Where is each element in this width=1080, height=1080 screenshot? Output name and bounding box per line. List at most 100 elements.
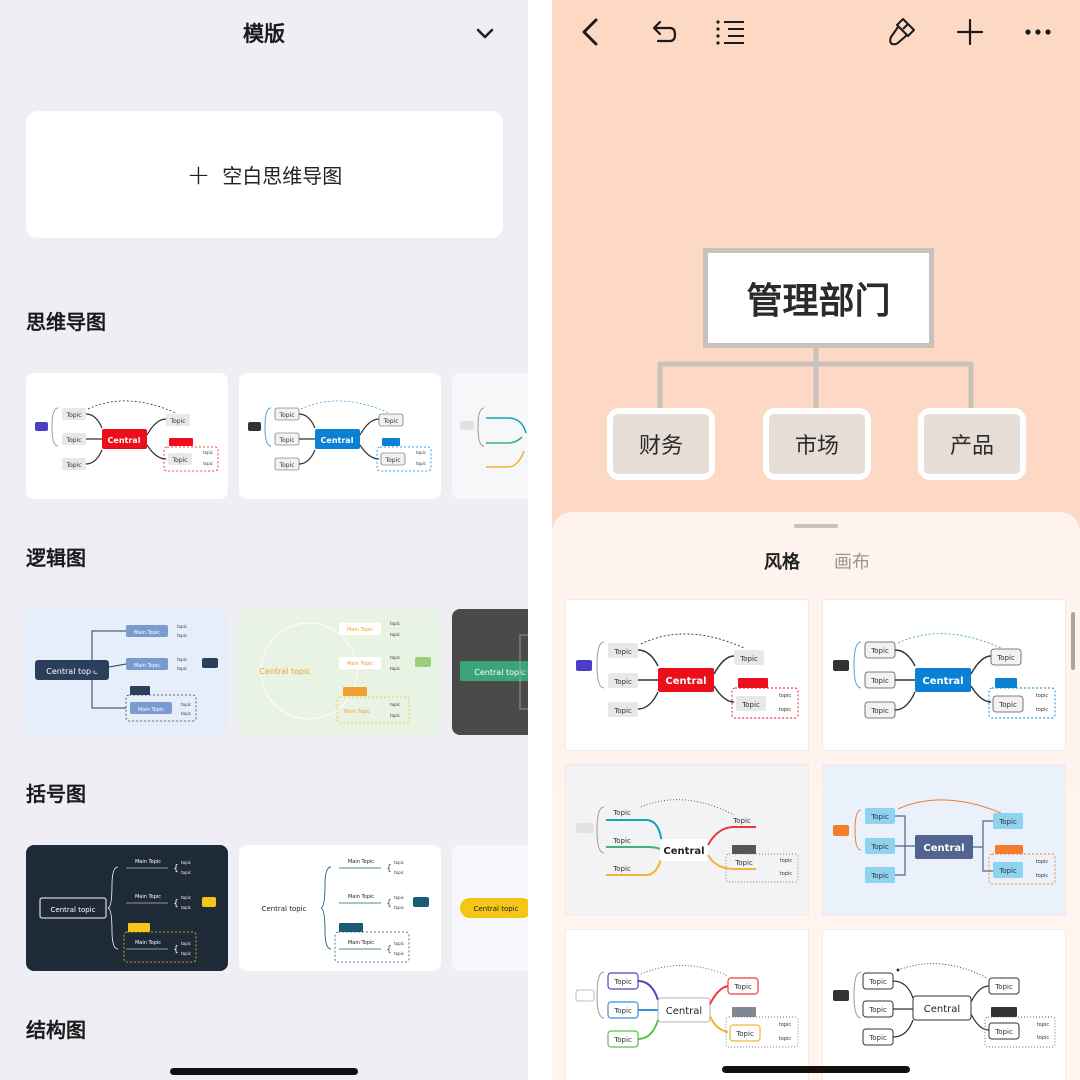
central-text: Central: [924, 1004, 960, 1015]
sub-topic-text: topic: [394, 870, 404, 875]
undo-icon[interactable]: [646, 16, 678, 48]
more-icon[interactable]: [1022, 16, 1054, 48]
central-text: Central topic: [46, 667, 97, 676]
section-title-logic: 逻辑图: [26, 546, 86, 570]
sub-topic-text: topic: [181, 711, 191, 716]
child-node-finance[interactable]: 财务: [607, 408, 715, 480]
sub-topic-text: topic: [181, 951, 191, 956]
topic-text: Topic: [870, 813, 889, 821]
topic-text: Topic: [278, 462, 294, 469]
child-node-market[interactable]: 市场: [763, 408, 871, 480]
topic-text: Topic: [612, 837, 631, 845]
main-topic-text: Main Topic: [348, 940, 374, 946]
template-mindmap-red[interactable]: Topic Topic Topic Central Topic Topic to…: [26, 373, 228, 499]
topic-text: Topic: [739, 655, 758, 663]
topic-text: Topic: [994, 983, 1013, 991]
home-indicator: [170, 1068, 358, 1075]
style-card-mono[interactable]: Topic Topic Topic Central Topic Topic to…: [823, 930, 1065, 1080]
sub-topic-text: topic: [390, 713, 400, 718]
tab-style[interactable]: 风格: [764, 552, 800, 573]
topic-text: Topic: [998, 818, 1017, 826]
main-topic-text: Main Topic: [135, 894, 161, 900]
central-text: Central topic: [474, 905, 519, 913]
sub-topic-text: topic: [177, 624, 187, 629]
topic-text: Topic: [868, 1006, 887, 1014]
style-card-blue[interactable]: Topic Topic Topic Central Topic Topic to…: [823, 600, 1065, 750]
sub-topic-text: topic: [390, 702, 400, 707]
sub-topic-text: topic: [390, 632, 400, 637]
central-text: Central: [666, 1006, 702, 1017]
sub-topic-text: topic: [181, 860, 191, 865]
topic-text: Topic: [733, 983, 752, 991]
sub-topic-text: topic: [1037, 1022, 1050, 1028]
sheet-grabber[interactable]: [794, 524, 838, 528]
topic-text: Topic: [870, 872, 889, 880]
sub-topic-text: topic: [780, 871, 793, 877]
sub-topic-text: topic: [177, 657, 187, 662]
topic-text: Topic: [732, 817, 751, 825]
topic-text: Topic: [65, 437, 81, 444]
topic-text: Topic: [870, 707, 889, 715]
style-card-red[interactable]: Topic Topic Topic Central Topic Topic to…: [566, 600, 808, 750]
sub-topic-text: topic: [779, 693, 792, 699]
sub-topic-text: topic: [390, 655, 400, 660]
home-indicator: [722, 1066, 910, 1073]
topic-text: Topic: [735, 1030, 754, 1038]
sub-topic-text: topic: [780, 858, 793, 864]
org-connectors: [657, 348, 974, 408]
template-bracket-dark[interactable]: Central topic Main Topic Main Topic Main…: [26, 845, 228, 971]
main-topic-text: Main Topic: [138, 707, 164, 713]
sub-topic-text: topic: [779, 1036, 792, 1042]
chevron-down-icon[interactable]: [472, 20, 498, 46]
style-card-rainbow[interactable]: Topic Topic Topic Central Topic Topic to…: [566, 930, 808, 1080]
sub-topic-text: topic: [203, 461, 213, 466]
topic-text: Topic: [868, 1034, 887, 1042]
sub-topic-text: topic: [394, 895, 404, 900]
central-text: Central topic: [262, 905, 307, 913]
main-topic-text: Main Topic: [135, 859, 161, 865]
style-card-colorful[interactable]: Topic Topic Topic Central Topic Topic to…: [566, 765, 808, 915]
svg-text:{: {: [173, 945, 179, 955]
topic-text: Topic: [171, 457, 187, 464]
main-topic-text: Main Topic: [344, 709, 370, 715]
topic-text: Topic: [734, 859, 753, 867]
child-node-label: 财务: [613, 414, 709, 474]
central-text: Central: [665, 676, 706, 687]
topic-text: Topic: [613, 1036, 632, 1044]
topic-text: Topic: [612, 865, 631, 873]
topic-text: Topic: [994, 1028, 1013, 1036]
main-topic-text: Main Topic: [134, 630, 160, 636]
child-node-product[interactable]: 产品: [918, 408, 1026, 480]
chevron-left-icon[interactable]: [576, 16, 608, 48]
central-text: Central topic: [259, 667, 310, 676]
template-mindmap-gradient[interactable]: [452, 373, 528, 499]
plus-icon[interactable]: [954, 16, 986, 48]
topic-text: Topic: [613, 978, 632, 986]
child-node-label: 产品: [924, 414, 1020, 474]
topic-text: Topic: [278, 412, 294, 419]
sub-topic-text: topic: [779, 707, 792, 713]
template-bracket-light[interactable]: Central topic Main Topic Main Topic Main…: [239, 845, 441, 971]
tab-canvas[interactable]: 画布: [834, 552, 870, 573]
sub-topic-text: topic: [181, 870, 191, 875]
topic-text: Topic: [870, 647, 889, 655]
template-mindmap-blue[interactable]: Topic Topic Topic Central Topic Topic to…: [239, 373, 441, 499]
template-logic-green[interactable]: Central topic Main Topic Main Topic topi…: [239, 609, 441, 735]
template-logic-dark[interactable]: Central topic: [452, 609, 528, 735]
style-card-slate[interactable]: Topic Topic Topic Central Topic Topic to…: [823, 765, 1065, 915]
topic-text: Topic: [998, 867, 1017, 875]
svg-text:{: {: [386, 899, 392, 909]
topic-text: Topic: [612, 809, 631, 817]
svg-text:{: {: [173, 864, 179, 874]
style-list-scrollbar[interactable]: [1071, 612, 1075, 670]
brush-icon[interactable]: [886, 16, 918, 48]
sub-topic-text: topic: [181, 895, 191, 900]
blank-mindmap-button[interactable]: + 空白思维导图: [26, 111, 503, 238]
outline-list-icon[interactable]: [714, 16, 746, 48]
blank-mindmap-label: 空白思维导图: [222, 164, 343, 188]
central-text: Central: [663, 846, 704, 857]
section-title-bracket: 括号图: [26, 782, 86, 806]
template-logic-blue[interactable]: Central topic Main Topic Main Topic Main…: [26, 609, 228, 735]
template-bracket-yellow[interactable]: Central topic: [452, 845, 528, 971]
root-node[interactable]: 管理部门: [703, 248, 934, 348]
